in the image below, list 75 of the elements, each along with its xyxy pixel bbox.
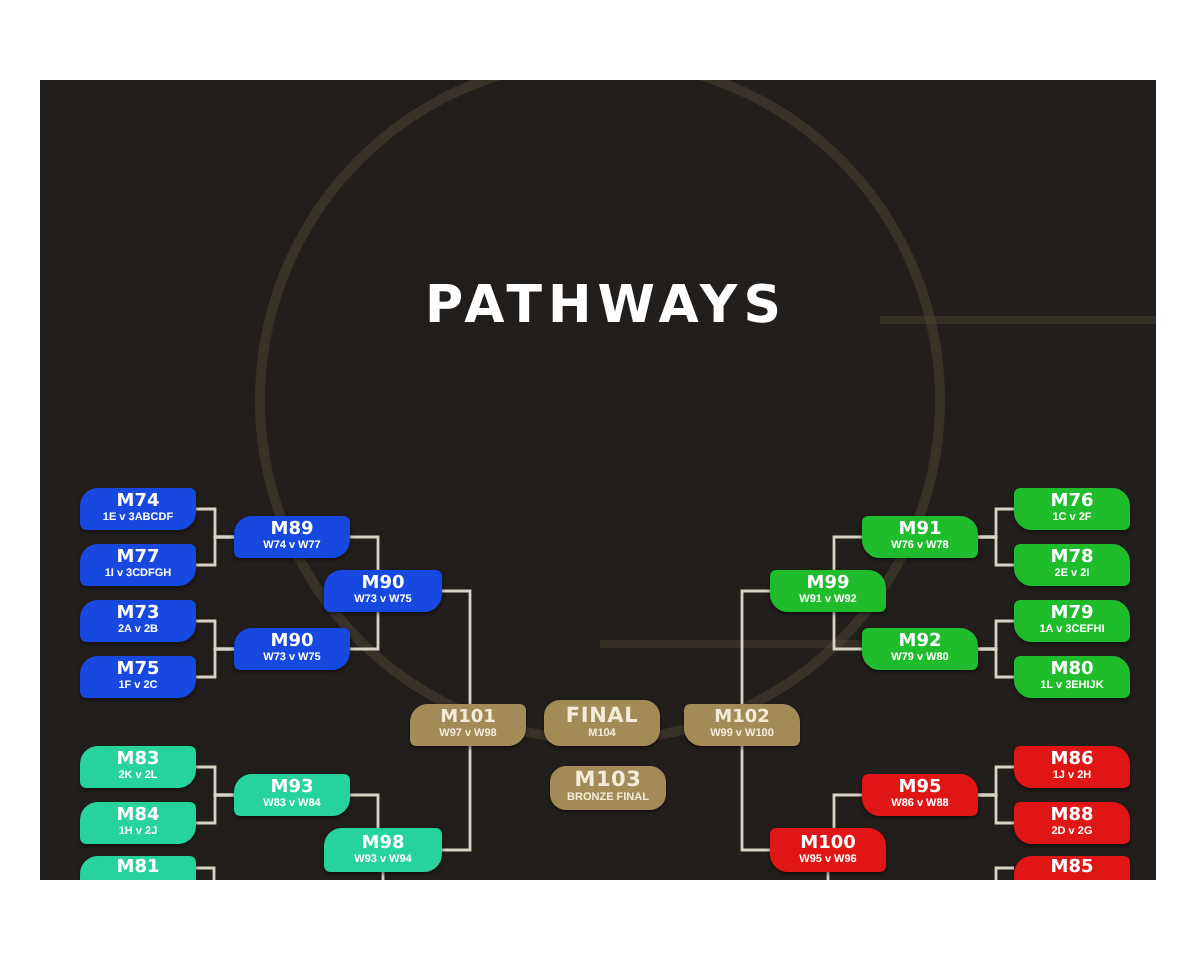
match-heading: M101 (440, 708, 496, 729)
bracket-line (740, 589, 770, 704)
match-heading: M78 (1050, 548, 1094, 569)
match-heading: M93 (270, 778, 314, 799)
match-card (1014, 600, 1130, 642)
match-heading: M92 (898, 632, 942, 653)
match-card (234, 774, 350, 816)
bracket-line (350, 793, 380, 828)
match-card (862, 774, 978, 816)
match-card (80, 746, 196, 788)
match-heading: M99 (806, 574, 850, 595)
title: PATHWAYS (423, 278, 789, 334)
bracket-line (832, 793, 862, 828)
match-card (80, 544, 196, 586)
match-heading: M85 (1050, 858, 1094, 878)
bracket-line (978, 535, 1014, 567)
match-heading: M75 (116, 660, 160, 681)
match-card (770, 570, 886, 612)
match-card (1014, 746, 1130, 788)
match-heading: M88 (1050, 806, 1094, 827)
match-heading: M77 (116, 548, 160, 569)
bracket-line (350, 612, 380, 651)
match-heading: M76 (1050, 492, 1094, 513)
match-card (410, 704, 526, 746)
bracket-line (350, 535, 380, 570)
match-heading: M86 (1050, 750, 1094, 771)
bracket-line (196, 535, 234, 567)
match-card (234, 628, 350, 670)
match-heading: M79 (1050, 604, 1094, 625)
match-card (80, 856, 196, 880)
match-card (80, 802, 196, 844)
match-card (862, 516, 978, 558)
bracket-line (196, 793, 234, 825)
bracket-line (196, 647, 234, 679)
match-heading: M95 (898, 778, 942, 799)
match-heading: M90 (361, 574, 405, 595)
match-card (324, 828, 442, 872)
match-card (550, 766, 666, 810)
match-heading: M89 (270, 520, 314, 541)
match-card (80, 488, 196, 530)
match-card (862, 628, 978, 670)
match-card (234, 516, 350, 558)
bracket-line (994, 866, 1014, 880)
bracket-line (740, 746, 770, 852)
match-card (544, 700, 660, 746)
match-heading: M103 (574, 770, 642, 793)
match-card (1014, 802, 1130, 844)
match-heading: M91 (898, 520, 942, 541)
match-card (1014, 488, 1130, 530)
match-heading: M80 (1050, 660, 1094, 681)
match-card (324, 570, 442, 612)
match-heading: M74 (116, 492, 160, 513)
match-card (1014, 856, 1130, 880)
bracket-line (832, 612, 862, 651)
match-heading: M73 (116, 604, 160, 625)
bracket-line (832, 535, 862, 570)
match-card (80, 656, 196, 698)
bracket-line (978, 793, 1014, 825)
match-heading: M98 (361, 833, 405, 854)
match-card (684, 704, 800, 746)
match-heading: M100 (800, 833, 856, 854)
bracket-line (442, 589, 472, 704)
match-heading: FINAL (565, 705, 639, 728)
match-heading: M84 (116, 806, 160, 827)
match-card (80, 600, 196, 642)
match-heading: M102 (714, 708, 770, 729)
match-heading: M81 (116, 858, 160, 878)
bracket-line (196, 866, 216, 880)
match-heading: M90 (270, 632, 314, 653)
bracket-line (442, 746, 472, 852)
match-card (770, 828, 886, 872)
match-card (1014, 544, 1130, 586)
match-heading: M83 (116, 750, 160, 771)
bracket-line (978, 647, 1014, 679)
match-card (1014, 656, 1130, 698)
